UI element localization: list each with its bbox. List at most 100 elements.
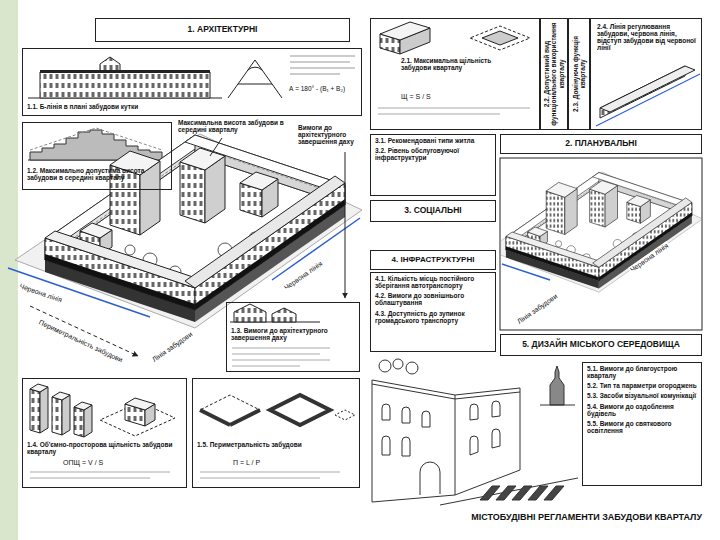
box-text: 2.3. Домінуюча функція кварталу — [572, 22, 586, 126]
perimeter-sketch-part — [200, 478, 320, 479]
density-plan-sketch-part — [380, 22, 430, 40]
perimeter-sketch-part — [200, 472, 340, 473]
regulation-panel: 1.3. Вимоги до архітектурного завершення… — [226, 302, 360, 372]
vertical-label-box: 2.3. Домінуюча функція кварталу — [568, 18, 590, 130]
regulation-panel: 2.1. Максимальна щільність забудови квар… — [370, 18, 540, 130]
box-text: 5.2. Тип та параметри огороджень — [587, 382, 697, 389]
diagram-title: МІСТОБУДІВНІ РЕГЛАМЕНТИ ЗАБУДОВИ КВАРТАЛ… — [471, 512, 702, 522]
density-sketch-part — [30, 472, 170, 473]
box-text: 5.3. Засоби візуальної комунікації — [587, 392, 697, 399]
street-sketch-part — [512, 486, 532, 500]
density-sketch-part — [30, 478, 150, 479]
quarter-block-view — [501, 172, 701, 292]
density-plan-sketch — [378, 22, 530, 114]
formula-text: П = L / P — [233, 459, 343, 467]
line-label: Лінія забудови — [150, 330, 195, 364]
street-sketch-part — [372, 384, 455, 399]
box-text: 4. ІНФРАСТРУКТУРНІ — [375, 256, 491, 265]
roof-sketch-part — [232, 366, 300, 367]
red-line-marker — [8, 268, 150, 317]
regulation-list: 5.1. Вимоги до благоустрою кварталу5.2. … — [582, 362, 702, 486]
panel-caption: 2.4. Лінія регулювання забудови, червона… — [597, 23, 697, 52]
facade-elevation-part — [228, 60, 282, 98]
facade-elevation-part — [40, 57, 210, 98]
street-sketch-part — [382, 404, 390, 420]
leader-line — [210, 138, 222, 156]
box-text: 3. СОЦІАЛЬНІ — [375, 206, 491, 215]
building-line-sketch-part — [596, 74, 700, 126]
street-sketch-part — [550, 366, 564, 405]
street-sketch-part — [382, 436, 390, 455]
regulation-panel: 1.1. Б-лінія в плані забудови кутки А = 1… — [22, 48, 362, 116]
density-plan-sketch-part — [378, 114, 500, 115]
box-text: 4.2. Вимоги до зовнішнього облаштування — [375, 292, 491, 306]
density-plan-sketch-part — [378, 108, 530, 109]
leader-line — [345, 152, 346, 298]
panel-caption: 1.2. Максимально допустима висота забудо… — [27, 167, 169, 181]
density-plan-sketch-part — [482, 31, 518, 45]
panel-caption: 1.1. Б-лінія в плані забудови кутки — [27, 103, 287, 110]
panel-caption: 1.3. Вимоги до архітектурного завершення… — [231, 327, 357, 341]
formula-text: А = 180° - (В₁ + В₂) — [289, 85, 361, 92]
panel-caption: 1.5. Периметральність забудови — [197, 441, 357, 448]
line-label: Червона лінія — [628, 241, 671, 274]
regulation-panel: 1.2. Максимально допустима висота забудо… — [22, 122, 172, 190]
section-heading: 5. ДИЗАЙН МІСЬКОГО СЕРЕДОВИЩА — [500, 334, 702, 356]
facade-elevation-part — [290, 68, 355, 69]
street-sketch-part — [528, 486, 548, 500]
callout-label: Вимоги до архітектурного завершення даху — [298, 124, 360, 145]
box-text: 4.3. Доступність до зупинок громадського… — [375, 310, 491, 324]
street-sketch-part — [455, 392, 520, 399]
quarter-block-view — [15, 134, 362, 328]
line-label: Червона лінія — [17, 282, 64, 304]
density-sketch-part — [52, 392, 70, 400]
street-sketch-part — [393, 359, 403, 369]
street-sketch-part — [440, 478, 578, 505]
regulation-panel: 2.4. Лінія регулювання забудови, червона… — [590, 18, 702, 130]
panel-caption: 1.4. Об'ємно-просторова щільність забудо… — [27, 441, 184, 455]
facade-elevation-part — [290, 74, 340, 75]
facade-elevation-part — [238, 84, 272, 85]
dimension-arrow — [30, 306, 138, 356]
box-text: 3.1. Рекомендовані типи житла — [375, 137, 491, 144]
density-sketch-part — [125, 398, 155, 410]
formula-text: ОПЩ = V / S — [63, 459, 173, 467]
section-heading: 1. АРХІТЕКТУРНІ — [95, 18, 350, 42]
street-sketch-part — [402, 407, 410, 423]
box-text: 2.2. Допустимий вид функціонального вико… — [543, 22, 564, 126]
roof-sketch-part — [232, 348, 330, 349]
street-sketch-part — [420, 462, 440, 495]
box-text: 1. АРХІТЕКТУРНІ — [100, 25, 345, 34]
regulation-panel: 1.5. Периметральність забудови П = L / P — [192, 378, 360, 488]
panel-caption: 2.1. Максимальна щільність забудови квар… — [401, 57, 521, 71]
regulation-panel: 1.4. Об'ємно-просторова щільність забудо… — [22, 378, 187, 488]
height-profile-part — [30, 128, 162, 150]
facade-elevation-part — [248, 67, 262, 70]
building-line-sketch-part — [600, 66, 695, 112]
facade-elevation-part — [290, 56, 355, 57]
street-sketch-part — [455, 388, 520, 495]
density-sketch-part — [30, 389, 40, 433]
callout-label: Максимальна висота забудови в середині к… — [178, 119, 294, 133]
roof-sketch-part — [234, 304, 266, 322]
street-sketch-part — [492, 429, 500, 448]
section-heading: 4. ІНФРАСТРУКТУРНІ — [370, 250, 496, 270]
box-text: 5.4. Вимоги до оздоблення будівель — [587, 403, 697, 417]
quarter-block-view-part — [502, 264, 550, 280]
street-sketch-part — [406, 362, 418, 374]
box-text: 3.2. Рівень обслуговуючої інфраструктури — [375, 147, 491, 161]
density-sketch-part — [74, 402, 92, 410]
street-sketch-part — [540, 405, 575, 406]
box-text: 2. ПЛАНУВАЛЬНІ — [505, 139, 697, 148]
regulation-list: 4.1. Кількість місць постійного зберіган… — [370, 272, 496, 352]
street-sketch-part — [422, 411, 430, 427]
formula-text: Щ = S / S — [401, 93, 511, 101]
density-sketch — [30, 384, 175, 478]
street-sketch-part — [372, 380, 455, 502]
building-line-sketch — [596, 66, 700, 126]
perimeter-sketch-part — [335, 410, 355, 420]
section-heading: 3. СОЦІАЛЬНІ — [370, 200, 496, 222]
line-label: Лінія забудови — [515, 292, 560, 326]
